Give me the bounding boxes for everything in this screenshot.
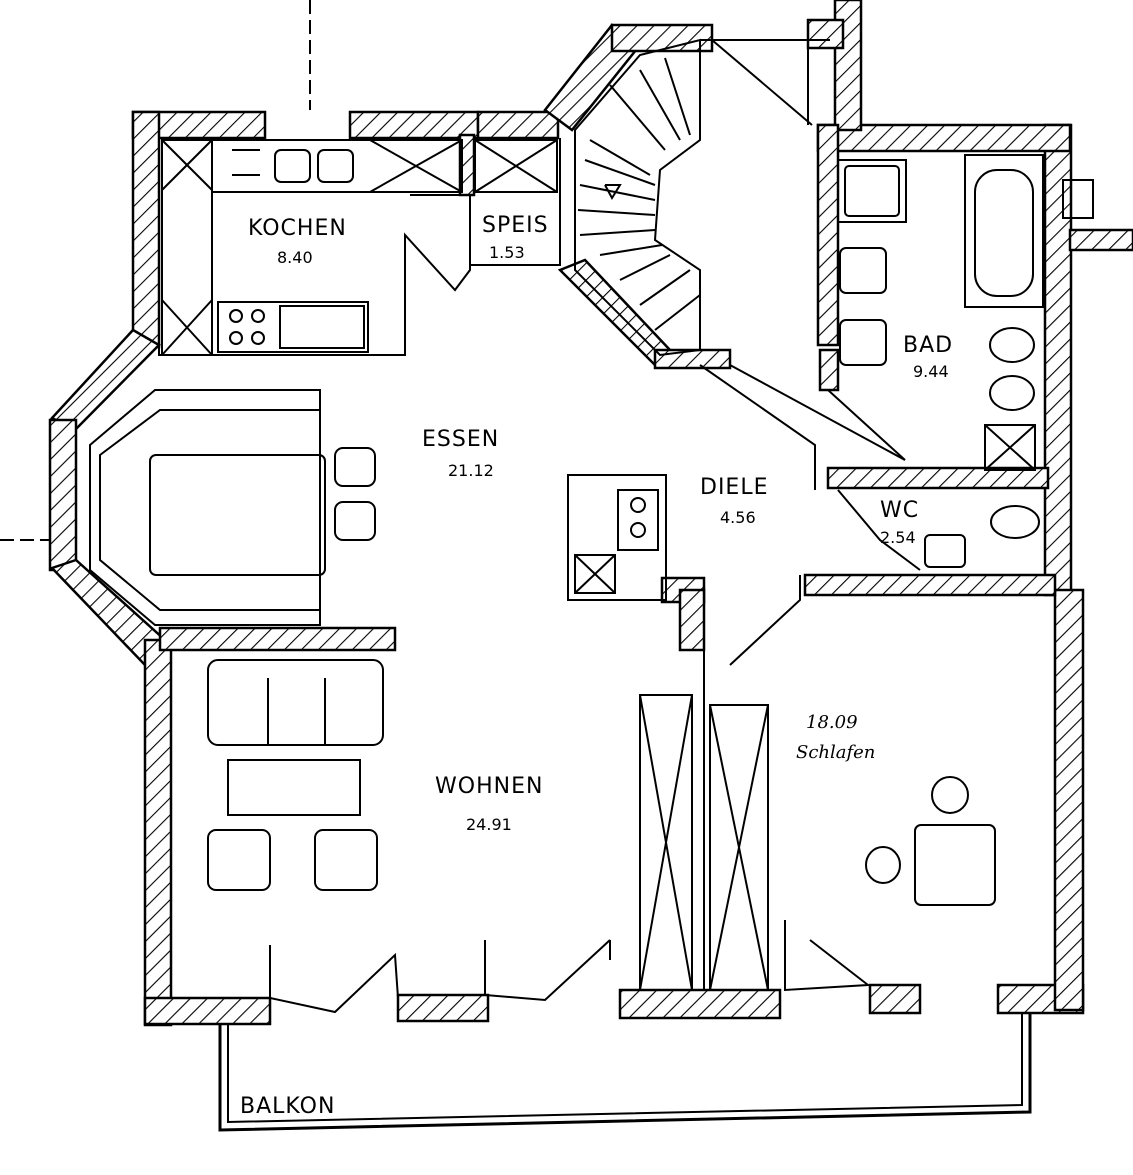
room-area-schlafen: 18.09 xyxy=(806,712,858,733)
wall-bath-left xyxy=(816,123,840,347)
room-name-speis: SPEIS xyxy=(482,213,549,238)
room-name-diele: DIELE xyxy=(700,475,769,500)
wall-wc-bottom xyxy=(803,573,1057,597)
wall-left-kitchen xyxy=(131,110,161,349)
room-area-wohnen: 24.91 xyxy=(466,815,512,834)
wall-left-wohnen xyxy=(143,638,173,1027)
room-area-speis: 1.53 xyxy=(489,243,525,262)
living-furniture xyxy=(207,659,384,891)
wall-bath-left-lower xyxy=(818,348,840,392)
wall-bottom-mid xyxy=(618,988,782,1020)
bath-fixtures xyxy=(837,154,1094,471)
room-area-kochen: 8.40 xyxy=(277,248,313,267)
room-area-diele: 4.56 xyxy=(720,508,756,527)
wall-bay-upper xyxy=(49,328,162,432)
dining-furniture xyxy=(89,389,376,626)
room-name-kochen: KOCHEN xyxy=(248,216,347,241)
walls xyxy=(48,0,1133,1027)
room-name-bad: BAD xyxy=(903,333,953,358)
wardrobes xyxy=(639,694,769,991)
axis-lines xyxy=(0,0,311,541)
wall-upper-stub xyxy=(806,18,845,50)
wall-bottom-wohnen-1 xyxy=(143,996,272,1026)
wall-upper-right xyxy=(833,0,863,132)
room-outlines xyxy=(158,39,1056,1132)
room-name-balkon: BALKON xyxy=(240,1094,335,1119)
wall-bath-wc xyxy=(826,466,1050,490)
wall-right-sleep xyxy=(1053,588,1085,1012)
bedroom-furniture xyxy=(865,776,996,906)
kitchen-fixtures xyxy=(161,139,558,356)
wall-bottom-sleep-1 xyxy=(868,983,922,1015)
wall-bath-ext xyxy=(1068,228,1133,252)
room-name-schlafen: Schlafen xyxy=(796,742,875,763)
room-name-essen: ESSEN xyxy=(422,427,499,452)
wall-top-kitchen-2 xyxy=(348,110,480,140)
room-labels: KOCHEN 8.40 SPEIS 1.53 ESSEN 21.12 DIELE… xyxy=(240,213,953,1119)
room-name-wohnen: WOHNEN xyxy=(435,774,543,799)
wall-right-bath xyxy=(1043,123,1073,597)
wall-bottom-wohnen-2 xyxy=(396,993,490,1023)
wall-top-speis xyxy=(476,110,560,140)
diele-appliance xyxy=(567,474,667,601)
room-name-wc: WC xyxy=(880,498,919,523)
door-swings xyxy=(269,920,871,1014)
wall-stair-bottom xyxy=(653,348,732,370)
wall-mid-vertical xyxy=(678,588,706,652)
room-area-essen: 21.12 xyxy=(448,461,494,480)
wc-fixtures xyxy=(924,505,1040,568)
wall-bay-left xyxy=(48,418,78,572)
staircase xyxy=(574,38,701,357)
wall-stair-top xyxy=(610,23,714,53)
room-area-wc: 2.54 xyxy=(880,528,916,547)
wall-essen-wohnen xyxy=(158,626,397,652)
room-area-bad: 9.44 xyxy=(913,362,949,381)
